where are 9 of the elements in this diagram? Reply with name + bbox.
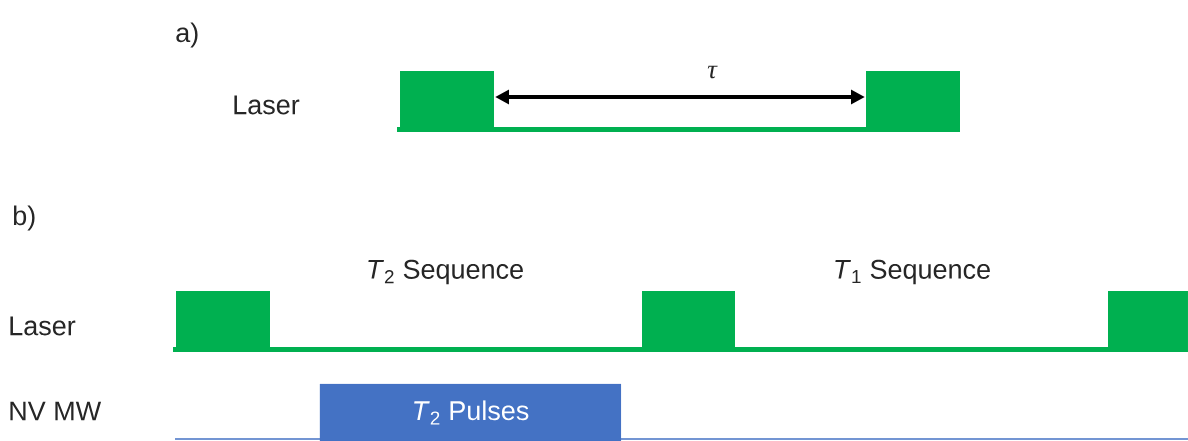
channel-label: NV MW — [10, 401, 102, 421]
channel-label: Laser — [234, 95, 300, 115]
panel-label: a) — [176, 22, 198, 48]
sequence-label: T$_{1}$ Sequence — [835, 259, 990, 285]
pulse-box: T$_{2}$ Pulses — [319, 383, 622, 441]
channel-label: Laser — [10, 316, 76, 336]
panel-label: b) — [13, 205, 35, 231]
dimension-label: τ — [707, 65, 718, 79]
sequence-label: T$_{2}$ Sequence — [368, 259, 523, 285]
